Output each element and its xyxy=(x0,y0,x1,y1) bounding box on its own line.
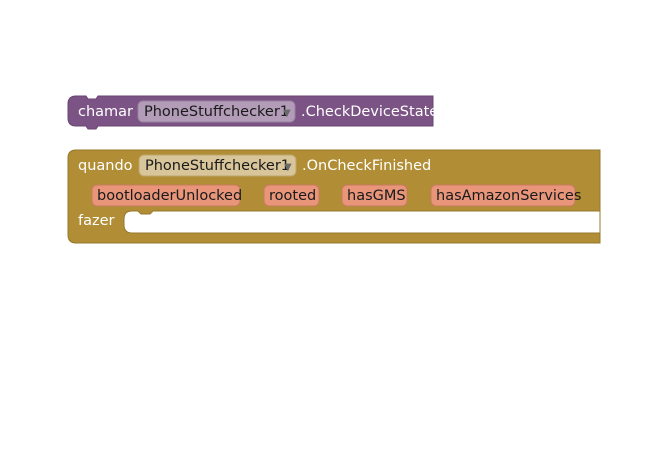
call-component-name: PhoneStuffchecker1 xyxy=(144,104,289,120)
event-param-hasgms[interactable]: hasGMS xyxy=(341,184,408,207)
param-label: hasAmazonServices xyxy=(436,188,581,204)
event-component-dropdown[interactable]: PhoneStuffchecker1 ▼ xyxy=(138,154,297,177)
event-param-hasamazonservices[interactable]: hasAmazonServices xyxy=(430,184,581,207)
event-param-rooted[interactable]: rooted xyxy=(263,184,320,207)
event-handler-block[interactable]: quando PhoneStuffchecker1 ▼ .OnCheckFini… xyxy=(67,149,601,244)
call-method-block[interactable]: chamar PhoneStuffchecker1 ▼ .CheckDevice… xyxy=(67,95,438,130)
call-keyword: chamar xyxy=(78,104,133,120)
dropdown-triangle-icon: ▼ xyxy=(284,162,292,173)
dropdown-triangle-icon: ▼ xyxy=(283,108,291,119)
event-name: .OnCheckFinished xyxy=(302,158,431,174)
call-method-name: .CheckDeviceState xyxy=(301,104,438,120)
call-component-dropdown[interactable]: PhoneStuffchecker1 ▼ xyxy=(137,100,296,123)
do-label: fazer xyxy=(78,213,115,229)
do-statement-slot[interactable] xyxy=(123,210,601,234)
param-label: bootloaderUnlocked xyxy=(97,188,242,204)
event-component-name: PhoneStuffchecker1 xyxy=(145,158,290,174)
param-label: hasGMS xyxy=(347,188,406,204)
event-param-bootloaderunlocked[interactable]: bootloaderUnlocked xyxy=(91,184,242,207)
event-keyword: quando xyxy=(78,158,133,174)
param-label: rooted xyxy=(269,188,316,204)
